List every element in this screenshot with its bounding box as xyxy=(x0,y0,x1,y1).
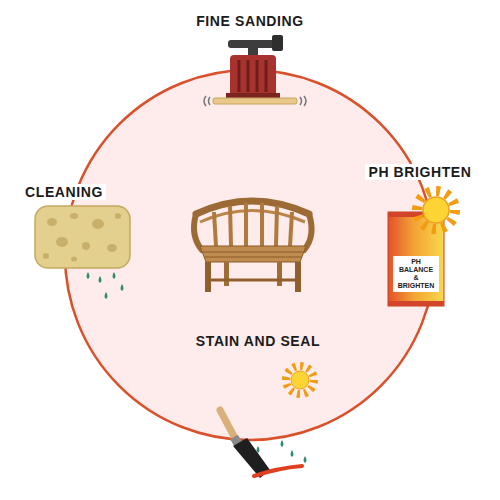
teak-bench xyxy=(295,262,301,292)
sander-icon xyxy=(238,60,241,92)
sponge-icon xyxy=(71,257,77,262)
water-drops xyxy=(113,272,116,279)
can-label: PH BALANCE & BRIGHTEN xyxy=(393,256,439,292)
step-label: STAIN AND SEAL xyxy=(193,333,323,349)
sander-icon xyxy=(256,60,259,92)
sun-icon xyxy=(291,371,309,389)
sun-icon xyxy=(423,197,449,223)
water-drops xyxy=(121,284,124,291)
sander-icon xyxy=(209,97,211,105)
sponge-icon xyxy=(92,219,104,229)
sponge-icon xyxy=(107,244,117,252)
sander-icon xyxy=(304,96,306,106)
teak-bench xyxy=(290,212,292,246)
teak-bench xyxy=(208,279,298,282)
teak-bench xyxy=(200,246,306,262)
sander-icon xyxy=(248,46,258,56)
sponge-icon xyxy=(35,206,130,268)
step-label: PH BRIGHTEN xyxy=(365,164,474,180)
teak-bench xyxy=(276,206,277,246)
sun-icon xyxy=(417,191,455,229)
sponge-icon xyxy=(43,253,49,259)
stain-drops xyxy=(257,446,260,453)
water-drops xyxy=(99,276,102,283)
teak-bench xyxy=(304,214,312,250)
step-label: FINE SANDING xyxy=(193,13,307,29)
teak-bench xyxy=(214,212,216,246)
teak-bench xyxy=(203,252,303,253)
sander-icon xyxy=(300,97,302,105)
stain-drops xyxy=(281,440,284,447)
sander-icon xyxy=(226,93,280,98)
water-drops xyxy=(87,272,124,299)
teak-bench xyxy=(230,206,231,246)
sander-icon xyxy=(204,35,306,106)
sun-icon xyxy=(286,366,314,394)
teak-bench xyxy=(205,257,301,258)
teak-bench xyxy=(205,262,211,292)
sun-icon xyxy=(417,191,455,229)
sponge-icon xyxy=(56,237,68,247)
sander-icon xyxy=(247,60,250,92)
teak-bench xyxy=(260,203,264,246)
paint-brush xyxy=(254,466,302,476)
stain-drops xyxy=(257,440,307,463)
sponge-icon xyxy=(70,213,78,219)
stain-drops xyxy=(291,450,294,457)
sander-icon xyxy=(213,98,297,104)
teak-bench xyxy=(244,203,248,246)
sun-icon xyxy=(286,366,314,394)
paint-brush xyxy=(220,410,302,478)
teak-bench xyxy=(194,201,312,292)
paint-brush xyxy=(220,410,236,440)
teak-bench xyxy=(224,262,229,286)
brightener-can xyxy=(388,301,444,306)
sponge-icon xyxy=(47,218,57,226)
sponge-icon xyxy=(115,213,121,219)
sander-icon xyxy=(265,60,268,92)
sander-icon xyxy=(272,35,283,51)
sander-icon xyxy=(230,55,276,97)
sponge-icon xyxy=(35,206,130,268)
step-label: CLEANING xyxy=(22,184,106,200)
water-drops xyxy=(105,292,108,299)
sponge-icon xyxy=(82,242,90,250)
water-drops xyxy=(87,272,90,279)
teak-bench xyxy=(277,262,282,286)
teak-bench xyxy=(194,214,202,250)
sander-icon xyxy=(204,96,206,106)
stain-drops xyxy=(304,456,307,463)
